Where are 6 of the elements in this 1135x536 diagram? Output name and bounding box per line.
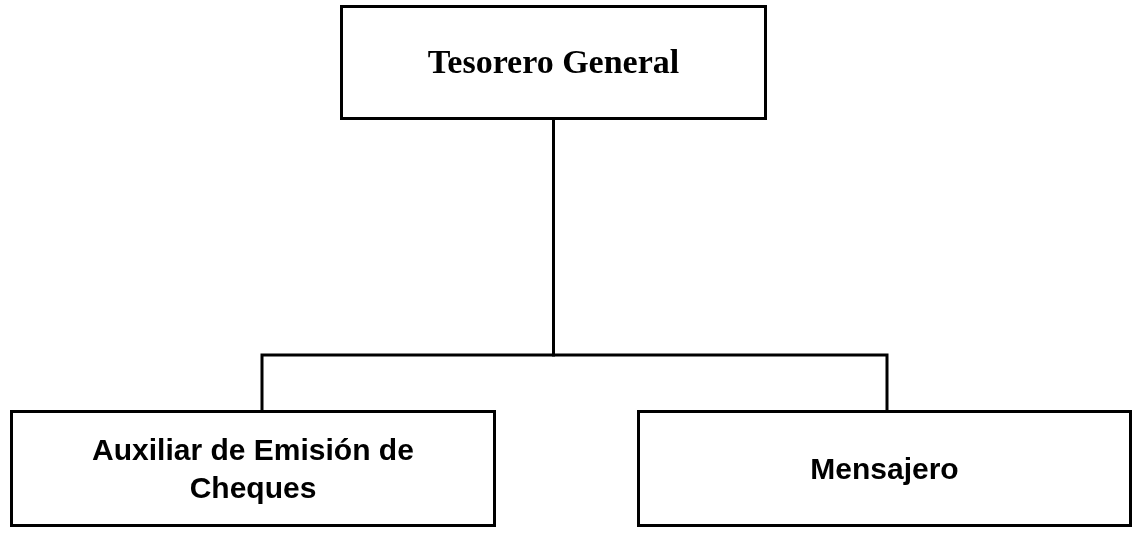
role-title: Mensajero xyxy=(810,450,959,487)
role-title: Tesorero General xyxy=(427,42,680,83)
org-box xyxy=(340,5,767,120)
org-box xyxy=(10,410,496,527)
role-title: Auxiliar de Emisión de Cheques xyxy=(91,432,415,506)
org-box xyxy=(637,410,1132,527)
